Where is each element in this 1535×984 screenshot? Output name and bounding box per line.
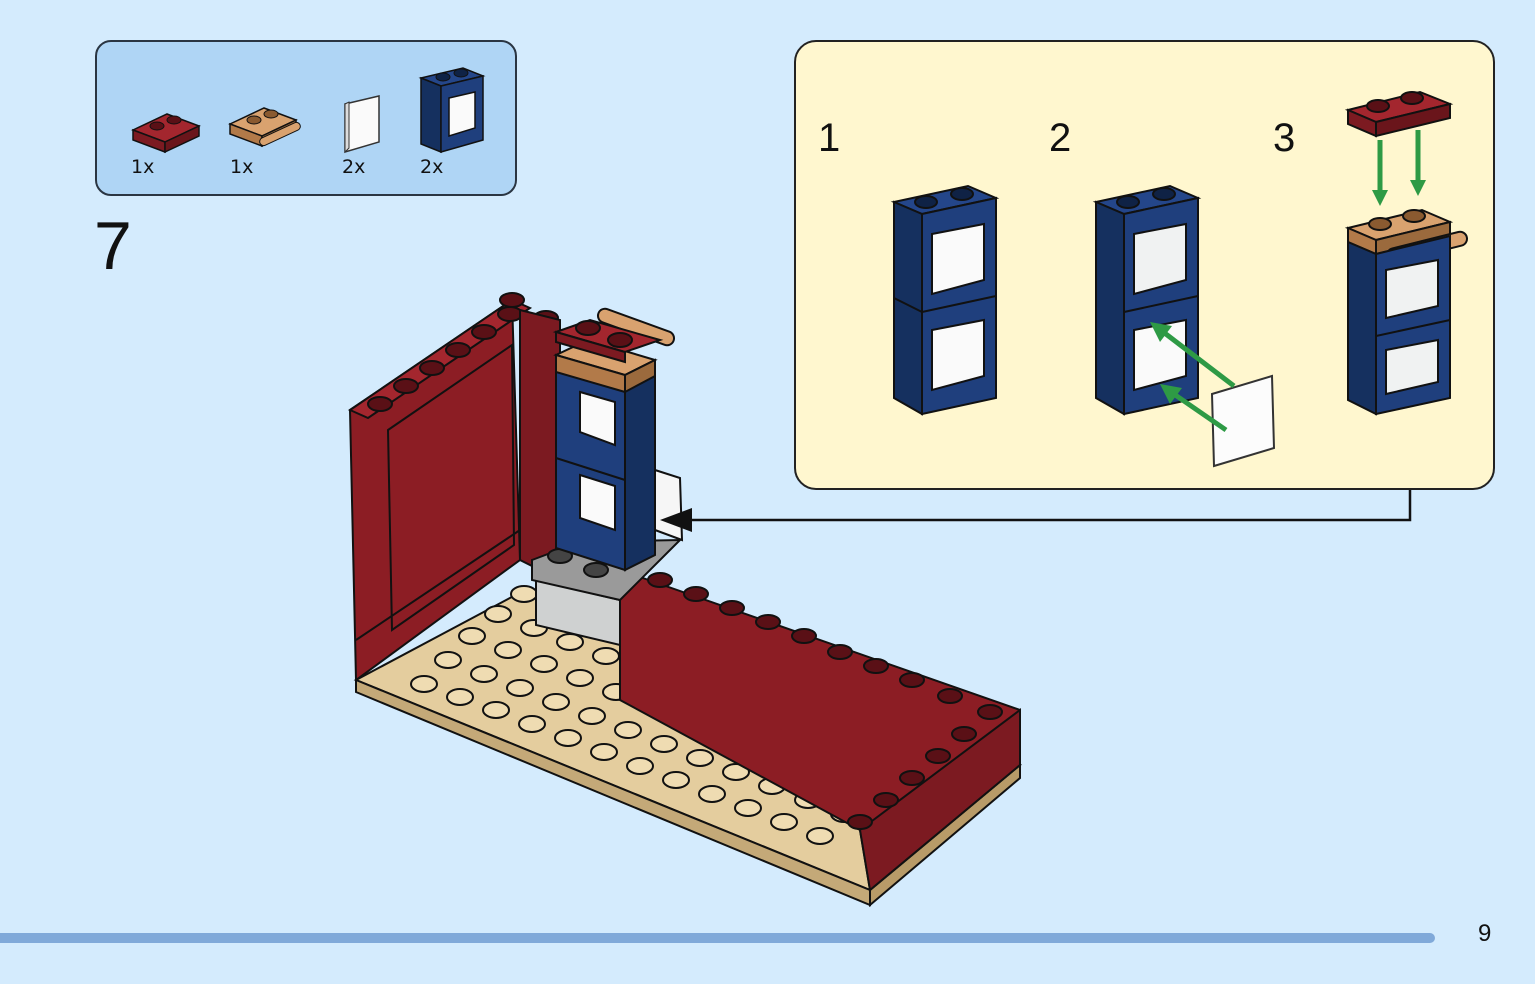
sub-step-1-illustration	[890, 184, 1000, 416]
qty-blue-window: 2x	[420, 156, 444, 178]
sub-step-2: 2	[1049, 116, 1072, 160]
qty-glass-pane: 2x	[342, 156, 366, 178]
tan-plate-handle-icon	[228, 107, 301, 148]
sub-step-2-illustration	[1092, 184, 1276, 468]
qty-red-plate: 1x	[131, 156, 155, 178]
sub-step-1: 1	[818, 116, 841, 160]
qty-tan-plate: 1x	[230, 156, 254, 178]
step-number: 7	[94, 208, 132, 284]
blue-window-icon	[418, 67, 486, 154]
page-progress-bar	[0, 933, 1435, 943]
parts-list-box: 1x 1x 2x 2x	[95, 40, 517, 196]
sub-assembly-callout: 1 2 3	[794, 40, 1495, 490]
red-plate-icon	[131, 113, 201, 154]
glass-pane-icon	[344, 95, 380, 154]
sub-step-3-illustration	[1344, 90, 1468, 416]
page-number: 9	[1478, 920, 1492, 947]
sub-step-3: 3	[1273, 116, 1296, 160]
